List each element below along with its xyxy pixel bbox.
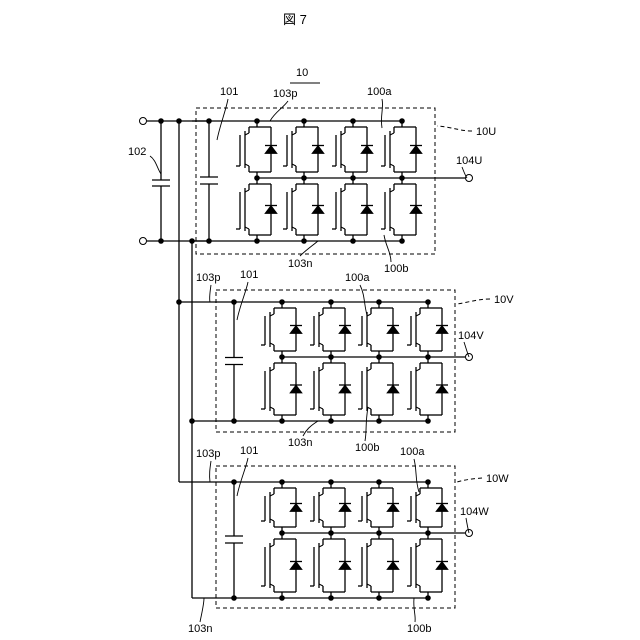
capacitor-label-leader [237, 458, 248, 496]
diode-icon [265, 206, 277, 214]
igbt-switch [407, 482, 448, 533]
module-label: 10W [486, 473, 509, 485]
module-boundary [216, 290, 455, 432]
module-boundary [216, 466, 455, 608]
capacitor-label: 101 [240, 269, 258, 281]
diode-icon [290, 562, 302, 570]
diode-icon [387, 504, 399, 512]
diode-icon [436, 385, 448, 393]
diode-icon [339, 562, 351, 570]
module-label: 10U [476, 126, 496, 138]
module-label-leader [457, 299, 490, 304]
terminal-u-label: 104U [456, 155, 482, 167]
diode-icon [290, 326, 302, 334]
n-bus-label: 103n [288, 437, 312, 449]
module-label-leader [437, 126, 472, 131]
p-bus-label-leader [270, 101, 288, 121]
diode-icon [387, 385, 399, 393]
lower-arm-label-leader [365, 407, 368, 441]
module-label: 10V [494, 294, 514, 306]
upper-arm-label-leader [381, 99, 382, 128]
igbt-switch [407, 357, 448, 421]
lower-arm-label: 100b [355, 442, 379, 454]
diode-icon [410, 206, 422, 214]
upper-arm-label: 100a [400, 446, 425, 458]
inverter-module-u: 101 103p 100a 103n 100b 10U [192, 86, 496, 275]
diode-icon [290, 504, 302, 512]
p-bus-label: 103p [196, 272, 220, 284]
igbt-switch [407, 533, 448, 598]
igbt-switch [236, 178, 277, 241]
igbt-switch [407, 302, 448, 357]
igbt-switch [310, 482, 351, 533]
diode-icon [312, 206, 324, 214]
figure-title: 図 7 [283, 12, 307, 27]
igbt-switch [358, 357, 399, 421]
diode-icon [361, 206, 373, 214]
diode-icon [436, 562, 448, 570]
diode-icon [387, 562, 399, 570]
diode-icon [436, 504, 448, 512]
capacitor-label: 101 [220, 86, 238, 98]
dc-negative-terminal[interactable] [140, 238, 147, 245]
igbt-switch [283, 178, 324, 241]
module-boundary [196, 108, 435, 254]
dc-capacitor-label: 102 [128, 146, 146, 158]
diode-icon [339, 326, 351, 334]
diode-icon [436, 326, 448, 334]
igbt-switch [332, 178, 373, 241]
module-label-leader [457, 478, 482, 482]
diode-icon [312, 146, 324, 154]
n-bus-label: 103n [188, 623, 212, 635]
terminal-w-label: 104W [460, 506, 489, 518]
inverter-module-v: 101 103p 100a 103n 100b 10V [179, 269, 514, 454]
terminal-v-label: 104V [458, 330, 484, 342]
p-bus-label-leader [210, 461, 211, 482]
output-terminals: 104U 104V 104W [456, 155, 489, 533]
igbt-switch [381, 178, 422, 241]
p-bus-label: 103p [273, 88, 297, 100]
lower-arm-label: 100b [384, 263, 408, 275]
igbt-switch [381, 121, 422, 178]
inverter-module-w: 101 103p 100a 103n 100b 10W [179, 445, 509, 635]
igbt-switch [261, 302, 302, 357]
igbt-switch [261, 533, 302, 598]
diode-icon [410, 146, 422, 154]
igbt-switch [358, 533, 399, 598]
igbt-switch [283, 121, 324, 178]
igbt-switch [358, 482, 399, 533]
n-bus-label-leader [303, 421, 318, 436]
n-bus-label: 103n [288, 258, 312, 270]
igbt-switch [261, 482, 302, 533]
p-bus-label: 103p [196, 448, 220, 460]
upper-arm-label: 100a [345, 272, 370, 284]
diode-icon [339, 385, 351, 393]
diode-icon [290, 385, 302, 393]
igbt-switch [332, 121, 373, 178]
dc-positive-terminal[interactable] [140, 118, 147, 125]
p-bus-label-leader [210, 285, 211, 302]
diode-icon [339, 504, 351, 512]
lower-arm-label: 100b [407, 623, 431, 635]
dc-link: 102 [128, 118, 209, 599]
igbt-switch [310, 357, 351, 421]
igbt-switch [310, 533, 351, 598]
system-label: 10 [296, 67, 308, 79]
igbt-switch [236, 121, 277, 178]
upper-arm-label-leader [414, 459, 419, 492]
n-bus-label-leader [200, 598, 204, 622]
upper-arm-label: 100a [367, 86, 392, 98]
igbt-switch [261, 357, 302, 421]
diode-icon [387, 326, 399, 334]
lower-arm-label-leader [384, 235, 391, 262]
igbt-switch [310, 302, 351, 357]
diode-icon [265, 146, 277, 154]
lower-arm-label-leader [414, 598, 415, 622]
capacitor-label-leader [237, 282, 248, 320]
diode-icon [361, 146, 373, 154]
igbt-switch [358, 302, 399, 357]
capacitor-label: 101 [240, 445, 258, 457]
capacitor-label-leader [217, 99, 228, 140]
